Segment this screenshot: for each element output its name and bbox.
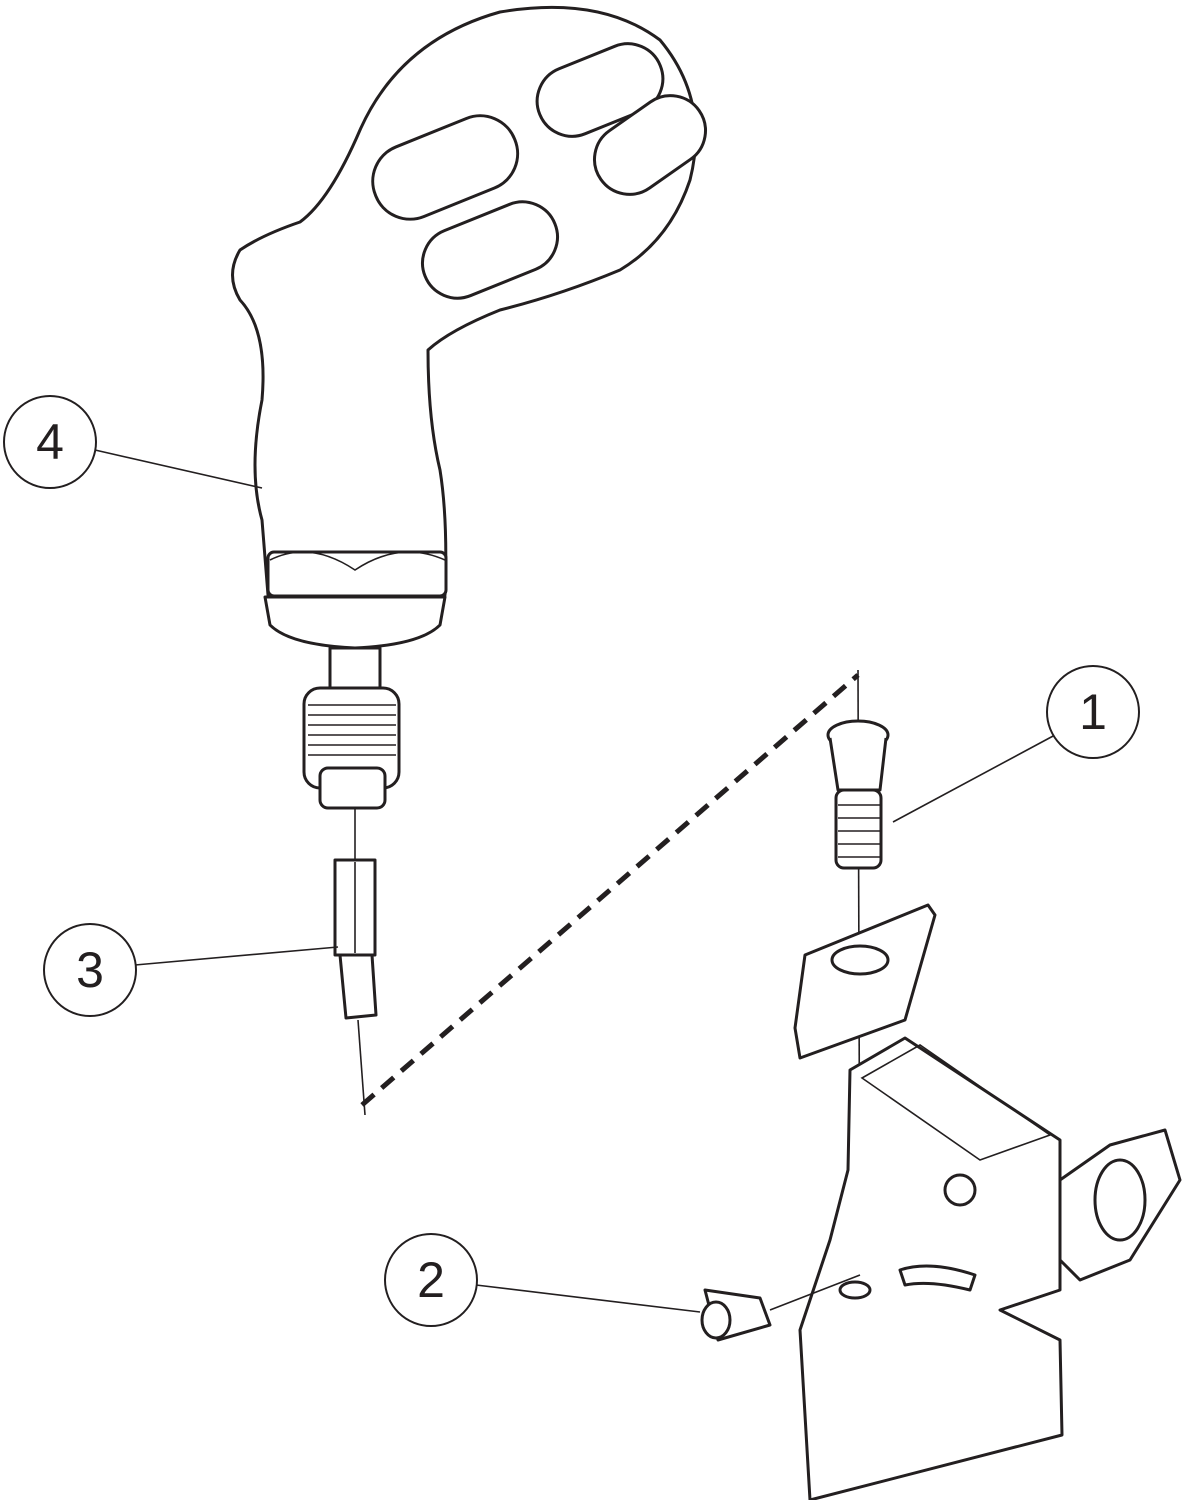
- callout-3: 3: [43, 923, 137, 1017]
- callout-1: 1: [1046, 665, 1140, 759]
- callout-label: 3: [76, 942, 104, 998]
- callout-label: 4: [36, 414, 64, 470]
- set-screw: [700, 1288, 772, 1342]
- callout-label: 1: [1079, 684, 1107, 740]
- clamp-screw: [826, 719, 890, 870]
- assembly-axis-line: [357, 1019, 366, 1116]
- cutting-insert: [793, 903, 937, 1060]
- torx-bit: [333, 858, 378, 1020]
- assembly-path-dashed: [360, 673, 860, 1107]
- torque-wrench-handle: [231, 5, 707, 810]
- tool-holder: [798, 1036, 1182, 1500]
- callout-2: 2: [384, 1233, 478, 1327]
- callout-4: 4: [3, 395, 97, 489]
- callout-label: 2: [417, 1252, 445, 1308]
- callout-leaders: [94, 449, 1056, 1313]
